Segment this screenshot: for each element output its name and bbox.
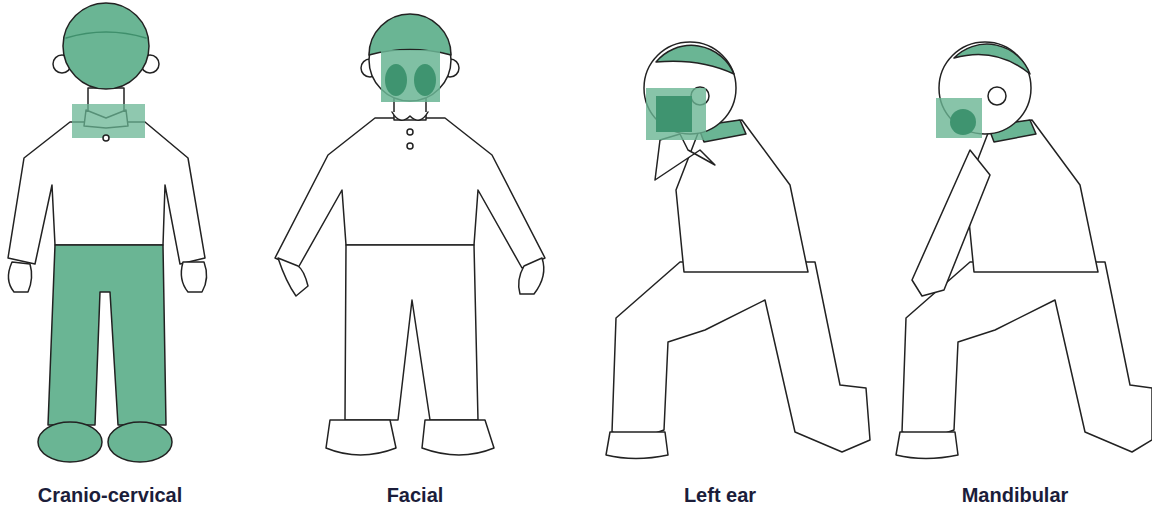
figure-cranio-cervical xyxy=(8,3,207,462)
figure-label: Mandibular xyxy=(962,484,1069,507)
figure-facial xyxy=(275,14,545,455)
figure-label: Facial xyxy=(387,484,444,507)
figure-mandibular xyxy=(896,42,1152,459)
figure-left-ear xyxy=(606,42,870,459)
figure-label: Cranio-cervical xyxy=(38,484,183,507)
figure-label: Left ear xyxy=(684,484,756,507)
